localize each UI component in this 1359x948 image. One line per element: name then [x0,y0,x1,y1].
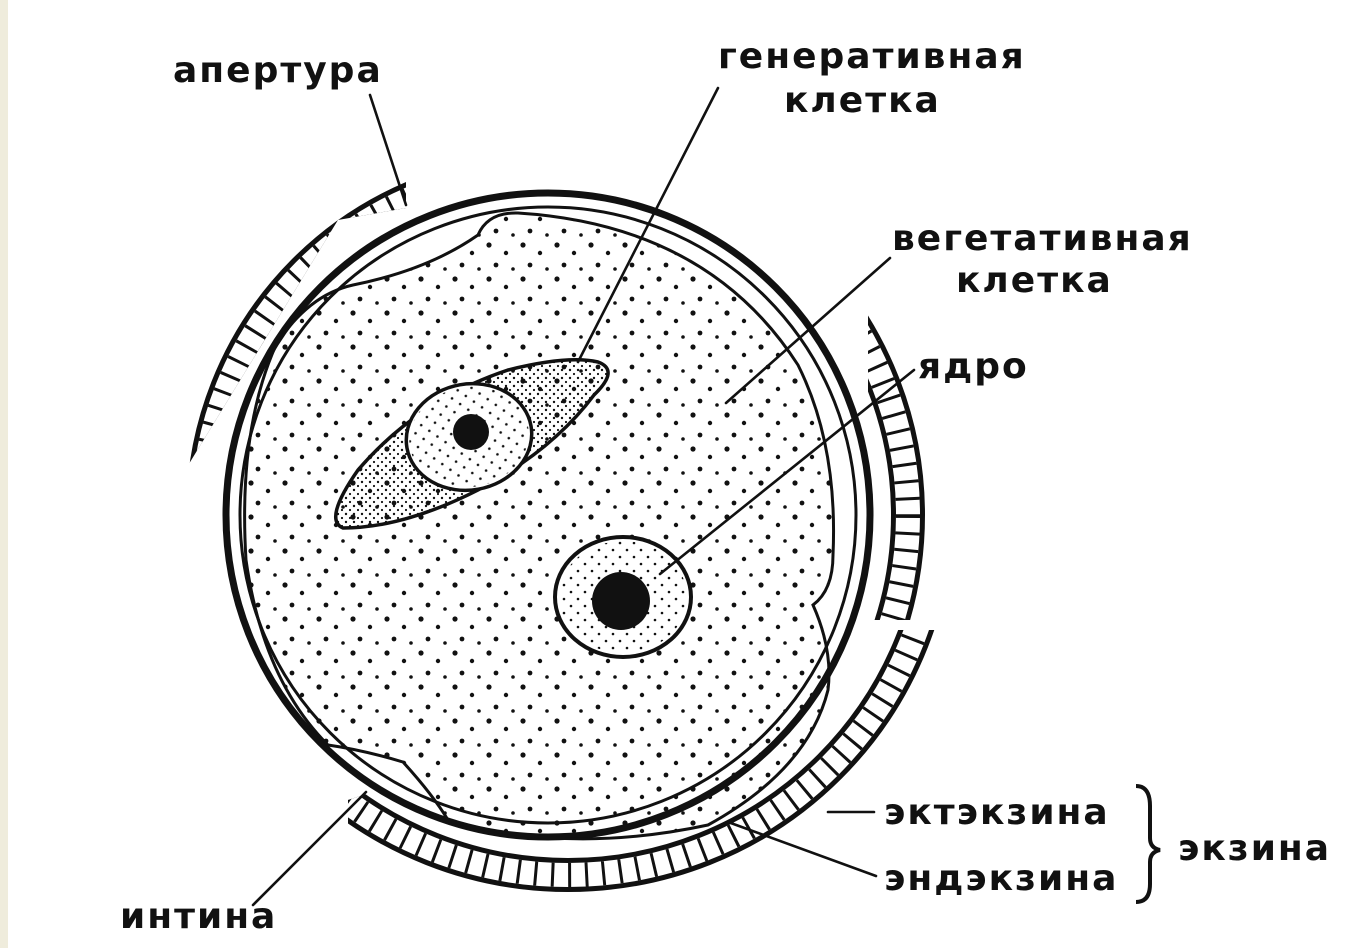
label-generative-2: клетка [784,80,941,121]
label-generative-1: генеративная [718,36,1026,77]
label-vegetative-1: вегетативная [892,218,1193,259]
pollen-grain-diagram: апертура генеративная клетка вегетативна… [8,0,1359,948]
label-aperture: апертура [173,50,383,91]
leader-endexine [728,822,876,876]
label-endexine: эндэкзина [884,858,1118,899]
label-ektexine: эктэкзина [884,792,1110,833]
leader-intine [253,792,366,905]
leader-aperture [370,95,406,205]
label-nucleus: ядро [918,346,1029,387]
slide-canvas: апертура генеративная клетка вегетативна… [8,0,1359,948]
exine-brace [1136,786,1160,902]
label-intine: интина [120,896,277,937]
generative-nucleolus [453,414,489,450]
label-exine: экзина [1178,828,1331,869]
vegetative-cell [245,213,834,839]
label-vegetative-2: клетка [956,260,1113,301]
vegetative-nucleolus [592,572,650,630]
